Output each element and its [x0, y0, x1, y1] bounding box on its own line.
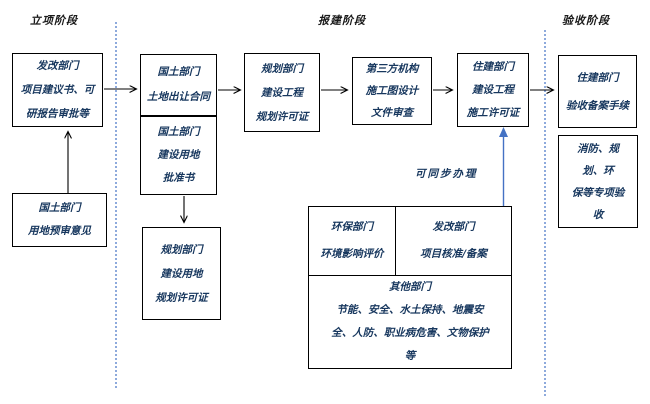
text-line: 收: [592, 208, 604, 221]
text-line: 施工许可证: [466, 106, 520, 119]
arrow-parallel-group-up-head: [499, 127, 508, 137]
box-zhujian-construction-permit: 住建部门建设工程施工许可证: [457, 53, 529, 127]
text-line: 划、环: [582, 164, 614, 177]
text-line: 消防、规: [577, 142, 619, 155]
text-line: 建设用地: [160, 267, 203, 280]
text-line: 保等专项验: [571, 186, 625, 199]
sync-note-label: 可同步办理: [415, 168, 478, 180]
text-line: 规划许可证: [255, 110, 309, 123]
box-zhujian-acceptance: 住建部门验收备案手续: [558, 55, 637, 128]
text-line: 建设用地: [157, 149, 200, 161]
text-line: 施工图设计: [365, 85, 419, 97]
text-line: 其他部门: [389, 281, 431, 293]
cell-other-departments: 其他部门节能、安全、水土保持、地震安全、人防、职业病危害、文物保护等: [309, 276, 511, 368]
text-line: 项目建议书、可: [20, 84, 95, 96]
box-fagai-approval: 发改部门项目建议书、可研报告审批等: [12, 53, 103, 127]
text-line: 验收备案手续: [566, 99, 629, 112]
box-special-acceptance: 消防、规划、环保等专项验收: [558, 135, 638, 228]
text-line: 土地出让合同: [147, 91, 210, 103]
text-line: 规划部门: [160, 243, 203, 256]
text-line: 住建部门: [472, 60, 514, 73]
text-line: 规划部门: [261, 62, 303, 75]
text-line: 第三方机构: [365, 63, 419, 75]
text-line: 建设工程: [261, 86, 303, 99]
text-line: 用地预审意见: [28, 225, 91, 237]
box-guihua-project-permit: 规划部门建设工程规划许可证: [244, 53, 320, 132]
text-line: 规划许可证: [155, 291, 208, 304]
cell-fagai-record: 发改部门项目核准/备案: [396, 207, 511, 275]
box-guotu-contract: 国土部门土地出让合同: [140, 54, 217, 116]
text-line: 国土部门: [157, 66, 200, 78]
box-guotu-permit: 国土部门建设用地批准书: [140, 116, 217, 195]
box-third-party-review: 第三方机构施工图设计文件审查: [352, 57, 432, 125]
text-line: 文件审查: [371, 107, 413, 119]
box-guihua-land-permit: 规划部门建设用地规划许可证: [142, 227, 221, 320]
text-line: 发改部门: [432, 221, 475, 233]
text-line: 国土部门: [38, 202, 81, 214]
parallel-group-top-row: 环保部门环境影响评价 发改部门项目核准/备案: [309, 207, 511, 276]
box-guotu-preapproval: 国土部门用地预审意见: [12, 193, 107, 247]
text-line: 等: [404, 350, 416, 362]
cell-huanbao-eia: 环保部门环境影响评价: [309, 207, 396, 275]
text-line: 环保部门: [331, 221, 373, 233]
text-line: 研报告审批等: [26, 108, 89, 120]
text-line: 项目核准/备案: [420, 248, 487, 260]
phase-header-baojian: 报建阶段: [318, 14, 366, 27]
phase-header-lixiang: 立项阶段: [30, 14, 78, 27]
text-line: 批准书: [162, 172, 195, 184]
text-line: 发改部门: [36, 60, 79, 72]
text-line: 环境影响评价: [320, 248, 384, 260]
text-line: 全、人防、职业病危害、文物保护: [331, 327, 489, 339]
text-line: 节能、安全、水土保持、地震安: [336, 304, 484, 316]
parallel-group-box: 环保部门环境影响评价 发改部门项目核准/备案 其他部门节能、安全、水土保持、地震…: [308, 206, 512, 369]
text-line: 住建部门: [576, 71, 619, 84]
text-line: 建设工程: [472, 83, 514, 96]
text-line: 国土部门: [157, 126, 200, 138]
phase-header-yanshou: 验收阶段: [562, 14, 610, 27]
